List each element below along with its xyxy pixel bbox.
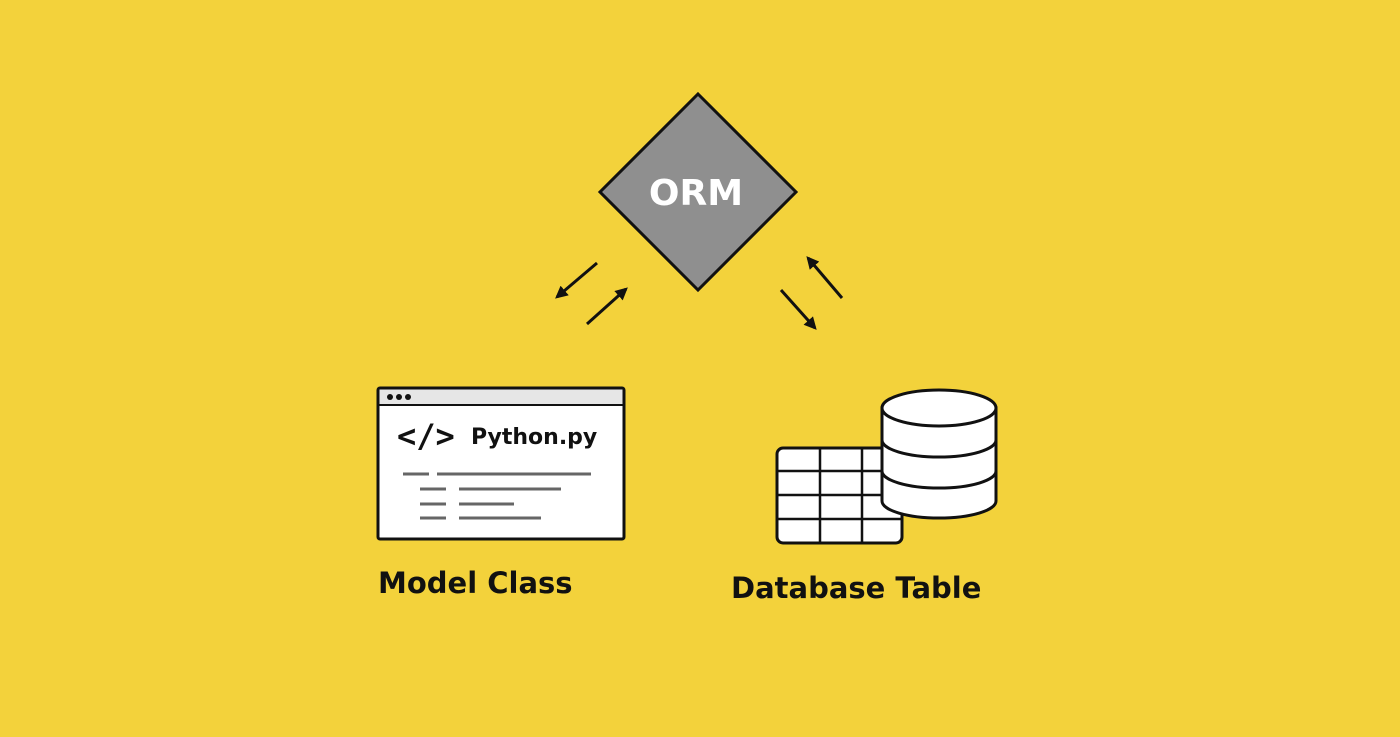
arrow-orm-to-model — [555, 261, 598, 299]
left-arrow-pair — [555, 261, 628, 326]
cylinder-band — [880, 470, 998, 490]
orm-diamond — [597, 91, 799, 293]
database-table-caption: Database Table — [731, 571, 982, 605]
arrow-table-to-orm — [806, 256, 844, 299]
arrow-model-to-orm — [585, 287, 628, 326]
orm-label: ORM — [649, 173, 743, 214]
code-window-title-bar — [379, 389, 623, 405]
model-class-caption: Model Class — [378, 566, 573, 600]
code-lines — [403, 472, 591, 520]
code-window-icon: </> Python.py — [376, 386, 626, 541]
file-name: Python.py — [471, 425, 597, 450]
cylinder-top — [880, 388, 998, 428]
right-arrow-pair — [779, 256, 844, 330]
window-dot-icon — [396, 394, 402, 400]
database-cylinder-icon — [880, 388, 998, 520]
code-window-frame — [376, 386, 626, 541]
cylinder-band — [880, 439, 998, 459]
cylinder-body — [880, 406, 998, 520]
window-dot-icon — [387, 394, 393, 400]
arrow-orm-to-table — [779, 288, 817, 330]
window-dot-icon — [405, 394, 411, 400]
code-brackets-icon: </> — [397, 417, 455, 455]
orm-node: ORM — [597, 91, 799, 293]
